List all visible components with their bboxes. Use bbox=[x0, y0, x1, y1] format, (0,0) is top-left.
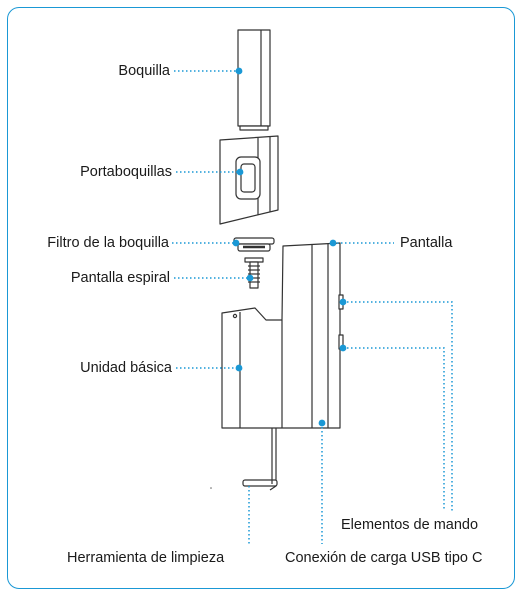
mouthpiece-filter-part bbox=[233, 237, 275, 252]
mouthpiece-part bbox=[237, 29, 271, 131]
label-filtro-boquilla: Filtro de la boquilla bbox=[47, 235, 169, 251]
mouthpiece-holder-part bbox=[219, 135, 279, 225]
label-herramienta-limpieza: Herramienta de limpieza bbox=[67, 550, 225, 566]
label-elementos-mando: Elementos de mando bbox=[341, 517, 479, 533]
label-conexion-usb: Conexión de carga USB tipo C bbox=[285, 550, 483, 566]
label-pantalla-espiral: Pantalla espiral bbox=[70, 270, 170, 286]
label-boquilla: Boquilla bbox=[118, 63, 170, 79]
label-pantalla: Pantalla bbox=[400, 235, 453, 251]
spiral-screen-part bbox=[244, 257, 264, 289]
diagram-frame bbox=[7, 7, 515, 589]
cleaning-tool-part bbox=[242, 428, 278, 491]
label-portaboquillas: Portaboquillas bbox=[80, 164, 172, 180]
label-unidad-basica: Unidad básica bbox=[80, 360, 172, 376]
main-unit-part bbox=[221, 242, 344, 429]
